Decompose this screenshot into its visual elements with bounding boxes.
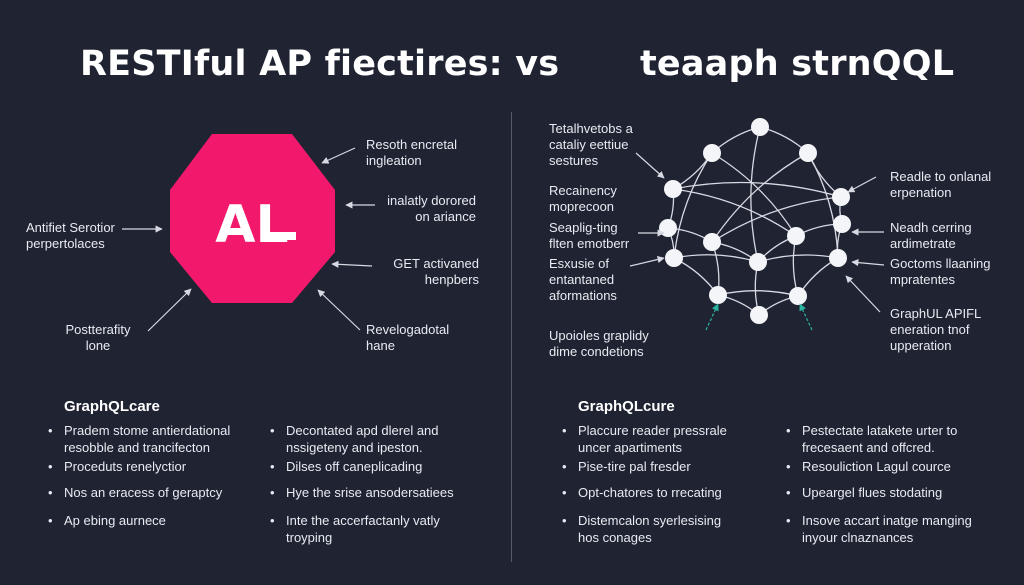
left-col1-item-2: Proceduts renelyctior <box>48 458 186 475</box>
network-node <box>749 253 767 271</box>
network-node <box>833 215 851 233</box>
network-node <box>703 233 721 251</box>
arrow-top-left <box>635 152 665 179</box>
network-node <box>703 144 721 162</box>
arrow-bottom-right <box>317 289 361 331</box>
network-node <box>789 287 807 305</box>
network-edge <box>792 235 799 297</box>
network-node <box>709 286 727 304</box>
network-node <box>832 188 850 206</box>
right-col1-item-3: Opt-chatores to rrecating <box>562 484 722 501</box>
network-node <box>751 118 769 136</box>
network-edge <box>673 152 713 259</box>
network-edge <box>711 152 797 237</box>
network-nodes <box>659 118 851 324</box>
arrow-mid-right <box>331 260 373 268</box>
arrow-right-3 <box>851 259 885 267</box>
network-edge <box>672 188 797 237</box>
arrow-bottom-left <box>147 288 192 332</box>
right-col2-item-2: Resouliction Lagul cource <box>786 458 951 475</box>
center-divider <box>511 112 512 562</box>
network-node <box>664 180 682 198</box>
arrow-left-3 <box>629 255 665 267</box>
network-node <box>665 249 683 267</box>
network-edge <box>711 152 809 243</box>
network-node <box>787 227 805 245</box>
left-col2-item-3: Hye the srise ansodersatiees <box>270 484 454 501</box>
network-edge <box>717 290 799 297</box>
left-arrows <box>122 147 375 332</box>
octagon-badge-bar <box>262 232 296 240</box>
right-col1-item-2: Pise-tire pal fresder <box>562 458 691 475</box>
left-col1-item-4: Ap ebing aurnece <box>48 512 166 529</box>
arrow-right-1 <box>847 176 877 193</box>
network-node <box>750 306 768 324</box>
octagon-badge-text: AL <box>215 195 288 255</box>
right-section-title: GraphQLcure <box>578 398 675 415</box>
network-edge <box>757 254 839 263</box>
left-col1-item-3: Nos an eracess of geraptcy <box>48 484 222 501</box>
network-edge <box>750 126 761 263</box>
network-edge <box>711 196 842 243</box>
title-left: RESTIful AP fiectires: vs <box>80 44 560 84</box>
network-node <box>659 219 677 237</box>
arrow-right-4 <box>845 275 881 313</box>
teal-arrow-right <box>799 303 813 331</box>
right-col2-item-3: Upeargel flues stodating <box>786 484 942 501</box>
left-section-title: GraphQLcare <box>64 398 160 415</box>
left-col2-item-2: Dilses off caneplicading <box>270 458 422 475</box>
api-octagon <box>170 134 335 303</box>
network-node <box>799 144 817 162</box>
title-right: teaaph strnQQL <box>640 44 955 84</box>
network-node <box>829 249 847 267</box>
teal-arrow-left <box>705 303 719 331</box>
right-arrows <box>629 152 885 313</box>
arrow-top-right <box>321 147 356 164</box>
network-edge <box>807 152 839 259</box>
